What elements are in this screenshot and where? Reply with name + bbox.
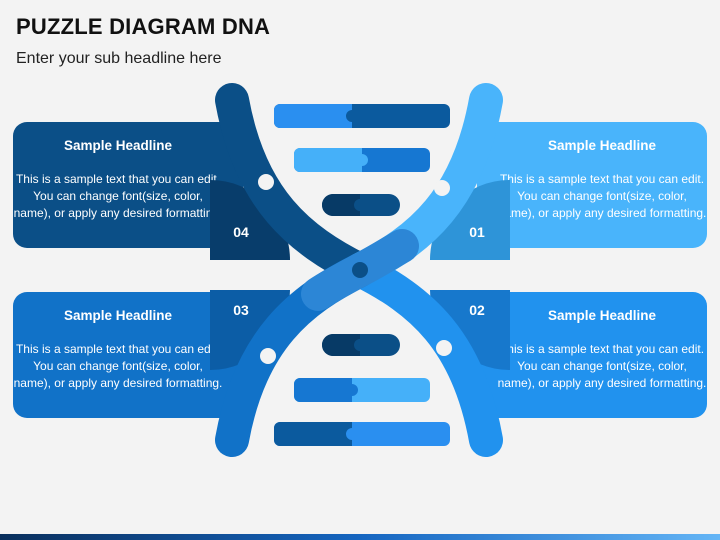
card-headline: Sample Headline <box>547 308 657 323</box>
puzzle-knob <box>436 340 452 356</box>
card-body: This is a sample text that you can edit.… <box>13 172 223 220</box>
info-card-02: Sample Headline This is a sample text th… <box>477 292 707 418</box>
info-card-01: Sample Headline This is a sample text th… <box>477 122 707 248</box>
info-card-03: Sample Headline This is a sample text th… <box>13 292 243 418</box>
step-number-03: 03 <box>233 302 249 318</box>
card-headline: Sample Headline <box>547 138 657 153</box>
strand-lower-right <box>343 253 503 457</box>
shadow-disc-04 <box>210 180 290 260</box>
puzzle-knob <box>352 262 368 278</box>
strand-upper-left <box>215 83 377 287</box>
puzzle-knob <box>258 174 274 190</box>
card-headline: Sample Headline <box>63 138 173 153</box>
step-number-02: 02 <box>469 302 485 318</box>
shadow-disc-03 <box>210 290 290 370</box>
shadow-disc-02 <box>430 290 510 370</box>
card-body: This is a sample text that you can edit.… <box>13 342 223 390</box>
puzzle-knob <box>260 348 276 364</box>
puzzle-knob <box>434 180 450 196</box>
card-body: This is a sample text that you can edit.… <box>497 342 707 390</box>
card-body: This is a sample text that you can edit.… <box>497 172 707 220</box>
bottom-rungs <box>274 334 450 446</box>
step-number-01: 01 <box>469 224 485 240</box>
shadow-disc-01 <box>430 180 510 260</box>
page-title: PUZZLE DIAGRAM DNA <box>16 14 271 39</box>
top-rungs <box>274 104 450 216</box>
footer-gradient-bar <box>0 534 720 540</box>
info-card-04: Sample Headline This is a sample text th… <box>13 122 243 248</box>
step-number-04: 04 <box>233 224 249 240</box>
card-headline: Sample Headline <box>63 308 173 323</box>
page-subtitle: Enter your sub headline here <box>16 50 222 67</box>
puzzle-knobs <box>258 174 452 364</box>
